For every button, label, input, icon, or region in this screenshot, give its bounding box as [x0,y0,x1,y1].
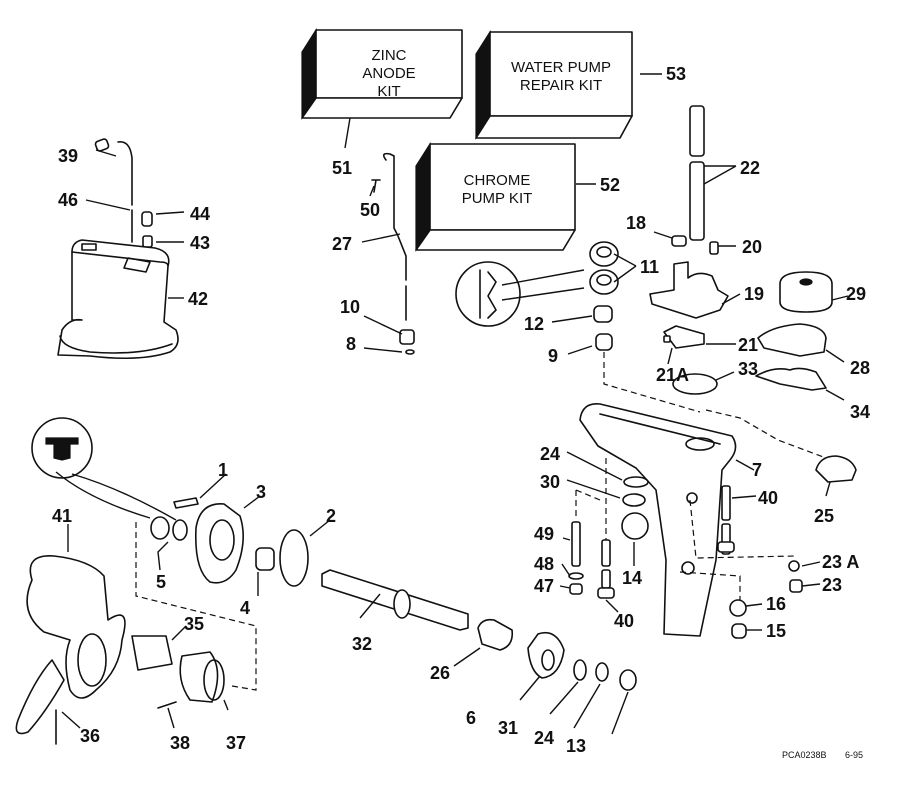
driveshaft [689,105,705,241]
zinc-kit-line-2: ANODE [362,65,415,82]
upper-seals [589,241,701,413]
callout-32: 32 [352,634,372,654]
diagram-footer: PCA0238B 6-95 [782,750,863,760]
callout-44: 44 [190,204,210,224]
callout-19: 19 [744,284,764,304]
callout-30: 30 [540,472,560,492]
leader-lines [61,73,849,735]
callout-42: 42 [188,289,208,309]
callout-9: 9 [548,346,558,366]
callout-41: 41 [52,506,72,526]
callout-12: 12 [524,314,544,334]
seal-detail-inset [455,261,585,327]
exhaust-housing [57,239,179,360]
callout-5: 5 [156,572,166,592]
callout-37: 37 [226,733,246,753]
propeller [15,555,126,745]
callout-25: 25 [814,506,834,526]
water-pump-repair-kit-box: WATER PUMP REPAIR KIT [475,29,633,141]
callout-50: 50 [360,200,380,220]
chrome-kit-line-1: CHROME [464,172,531,189]
gearcase-housing [579,403,827,637]
callout-24-lower: 24 [534,728,554,748]
bearing-carrier-assembly [135,497,309,691]
callout-38: 38 [170,733,190,753]
water-tube-assembly [94,138,153,248]
callout-35: 35 [184,614,204,634]
callout-15: 15 [766,621,786,641]
chrome-pump-kit-box: CHROME PUMP KIT [415,141,576,252]
callout-39: 39 [58,146,78,166]
propeller-hub-parts [131,635,225,709]
callout-20: 20 [742,237,762,257]
water-pump-housing [649,235,729,349]
callout-21a: 21A [656,365,689,385]
water-pump-kit-line-1: WATER PUMP [511,59,611,76]
callout-22: 22 [740,158,760,178]
callout-40-upper: 40 [758,488,778,508]
callout-52: 52 [600,175,620,195]
zinc-anode-kit-box: ZINC ANODE KIT [301,27,463,120]
callout-49: 49 [534,524,554,544]
callout-33: 33 [738,359,758,379]
callout-11: 11 [640,257,659,277]
callout-7: 7 [752,460,762,480]
callout-46: 46 [58,190,78,210]
zinc-kit-line-3: KIT [377,83,400,100]
gearcase-hardware [568,458,735,599]
callout-24-upper: 24 [540,444,560,464]
callout-47: 47 [534,576,554,596]
callout-1: 1 [218,460,228,480]
impeller-and-plates [672,271,833,395]
callout-18: 18 [626,213,646,233]
callout-23: 23 [822,575,842,595]
right-small-parts [729,455,857,639]
water-pump-kit-line-2: REPAIR KIT [520,77,602,94]
propshaft-assembly [321,569,637,691]
callout-43: 43 [190,233,210,253]
callout-27: 27 [332,234,352,254]
callout-40-lower: 40 [614,611,634,631]
callout-16: 16 [766,594,786,614]
callout-31: 31 [498,718,518,738]
callout-48: 48 [534,554,554,574]
diagram-date: 6-95 [845,750,863,760]
callout-10: 10 [340,297,360,317]
callout-28: 28 [850,358,870,378]
callout-53: 53 [666,64,686,84]
callout-4: 4 [240,598,250,618]
callout-34: 34 [850,402,870,422]
chrome-kit-line-2: PUMP KIT [462,190,533,207]
diagram-code: PCA0238B [782,750,827,760]
callout-2: 2 [326,506,336,526]
callout-51: 51 [332,158,352,178]
callout-13: 13 [566,736,586,756]
callout-8: 8 [346,334,356,354]
callout-3: 3 [256,482,266,502]
zinc-kit-line-1: ZINC [372,47,407,64]
callout-26: 26 [430,663,450,683]
callout-29: 29 [846,284,866,304]
callout-21: 21 [738,335,758,355]
callout-14: 14 [622,568,642,588]
callouts: 51 53 52 39 46 44 43 42 50 27 10 8 22 18… [52,64,870,756]
callout-36: 36 [80,726,100,746]
callout-6: 6 [466,708,476,728]
callout-23a: 23 A [822,552,859,572]
seal-detail-inset-lower [31,417,177,521]
shift-rod-assembly [371,152,415,355]
